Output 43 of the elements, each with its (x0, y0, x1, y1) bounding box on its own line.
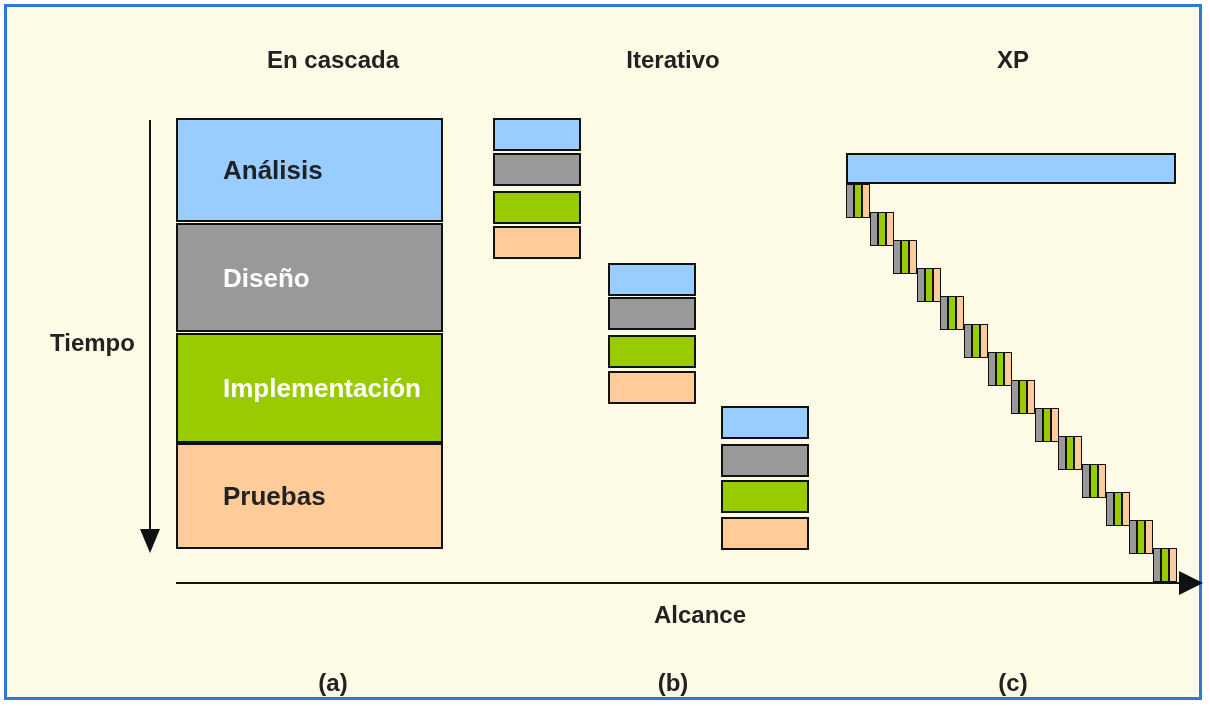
iteration-bars (1129, 520, 1154, 554)
phase-block (608, 371, 696, 404)
panel-label: (a) (318, 669, 348, 697)
phase-label: Diseño (223, 262, 310, 293)
phase-block (493, 153, 581, 186)
phase-block (721, 517, 809, 550)
iteration-bars (1011, 380, 1036, 414)
column-title: En cascada (266, 46, 400, 74)
panel-label: (b) (657, 669, 689, 697)
iteration-bars (1105, 492, 1130, 526)
iteration-bars (869, 212, 894, 246)
phase-block (493, 226, 581, 259)
phase-block (846, 153, 1176, 184)
phase-block (608, 297, 696, 330)
phase-block (176, 223, 443, 332)
iteration-bars (893, 240, 918, 274)
iteration-bars (1058, 436, 1083, 470)
iteration-bars (987, 352, 1012, 386)
phase-block (176, 333, 443, 443)
phase-label: Implementación (223, 372, 421, 404)
phase-block (176, 118, 443, 222)
iteration-bars (1082, 464, 1106, 498)
phase-block (493, 118, 581, 151)
panel-label: (c) (998, 669, 1028, 697)
column-title: XP (997, 46, 1029, 74)
phase-block (608, 335, 696, 368)
phase-block (721, 406, 809, 439)
column-title: Iterativo (626, 46, 720, 74)
iteration-bars (846, 184, 870, 218)
axis-label: Tiempo (50, 329, 135, 357)
phase-block (608, 263, 696, 296)
phase-block (721, 444, 809, 477)
iteration-bars (964, 324, 988, 358)
iteration-bars (916, 268, 941, 302)
phase-label: Análisis (223, 154, 323, 186)
iteration-bars (940, 296, 965, 330)
phase-block (176, 443, 443, 549)
iteration-bars (1034, 408, 1059, 442)
phase-label: Pruebas (223, 480, 326, 512)
axis-label: Alcance (653, 601, 747, 629)
phase-block (493, 191, 581, 224)
phase-block (721, 480, 809, 513)
iteration-bars (1152, 548, 1177, 582)
